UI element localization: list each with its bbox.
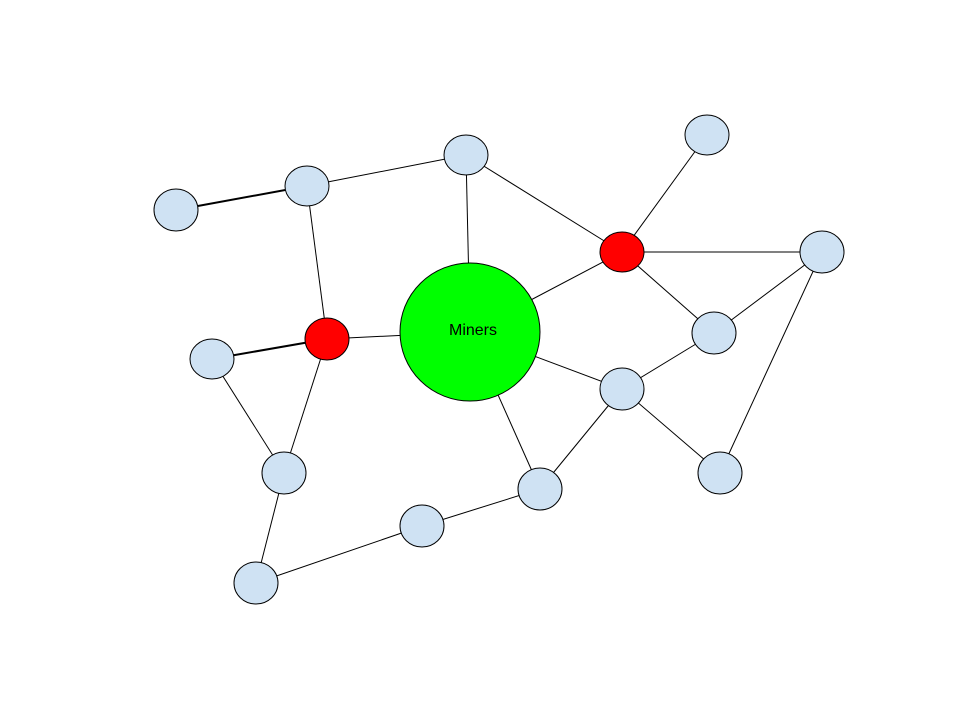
edge [255,525,423,584]
peer-node [517,467,563,511]
edge [211,358,285,474]
edge [465,154,623,253]
edge [283,338,328,474]
peer-node [691,311,737,355]
edge [306,185,328,340]
miners-node [399,262,541,402]
peer-node [153,188,199,232]
edge [306,154,467,187]
peer-node [443,134,489,176]
peer-node [684,114,730,156]
peer-node [233,561,279,605]
edge [719,251,823,474]
peer-node [697,451,743,495]
peer-node [799,230,845,274]
peer-node [399,504,445,548]
peer-node [189,338,235,380]
nodes: Miners [153,114,845,605]
attacker-node [599,231,645,273]
miners-label: Miners [449,322,497,339]
peer-node [284,165,330,207]
peer-node [599,367,645,411]
attacker-node [304,317,350,361]
peer-node [261,451,307,495]
edge [713,251,823,334]
edge [621,134,708,253]
